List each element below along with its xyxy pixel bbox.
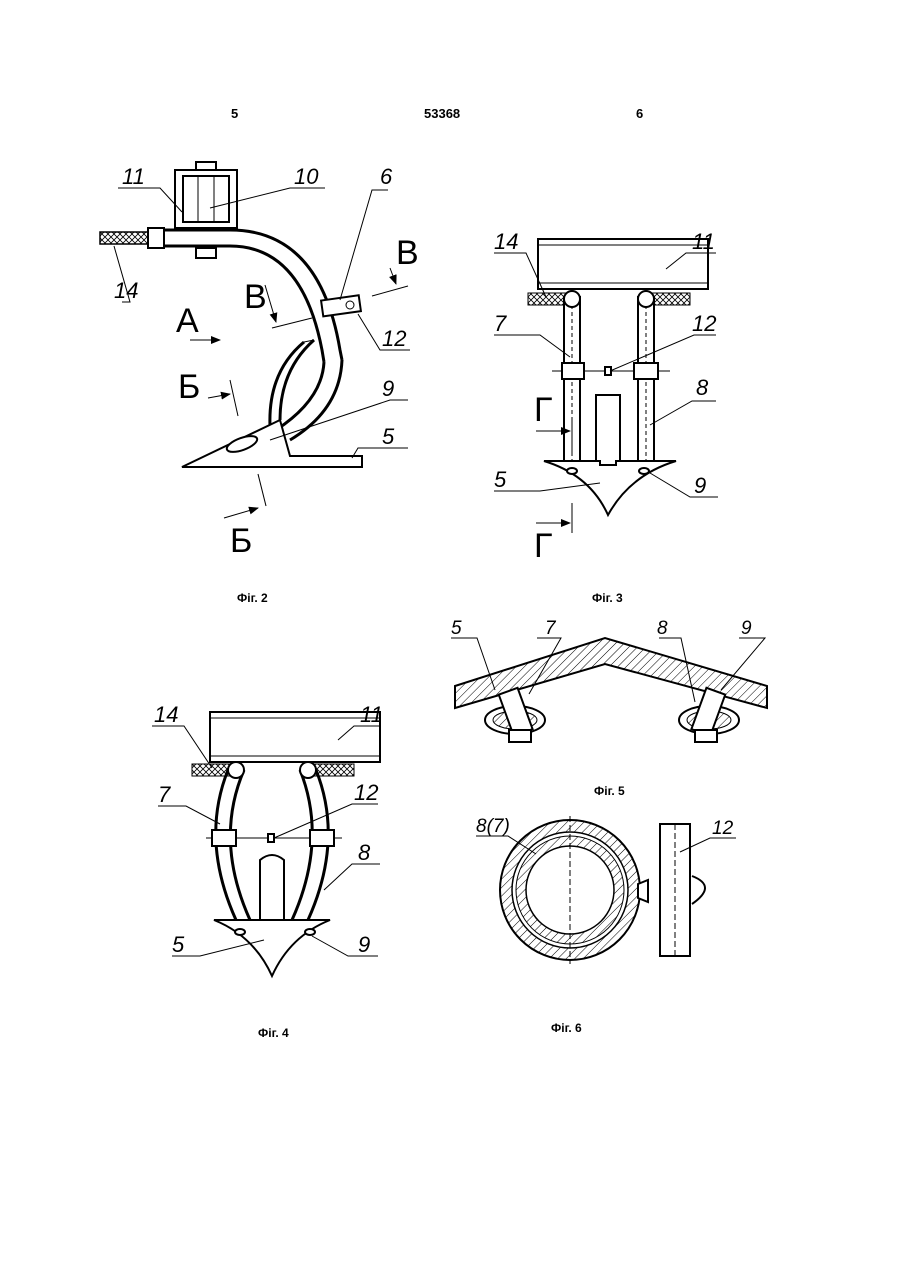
fig3-label-12: 12 (692, 311, 716, 336)
figure-5-drawing: 5 7 8 9 (445, 610, 785, 760)
fig6-label-12: 12 (712, 818, 734, 839)
fig2-caption: Фіг. 2 (237, 591, 268, 605)
fig2-label-11: 11 (122, 164, 145, 189)
fig4-label-8: 8 (358, 840, 371, 865)
fig5-label-5: 5 (451, 618, 462, 639)
right-page-number: 6 (636, 106, 643, 121)
left-page-number: 5 (231, 106, 238, 121)
fig4-label-14: 14 (154, 702, 178, 727)
fig3-label-5: 5 (494, 467, 507, 492)
fig4-label-11: 11 (360, 702, 383, 727)
fig3-label-g-top: Г (534, 391, 552, 429)
fig5-label-9: 9 (741, 618, 752, 639)
fig5-label-7: 7 (545, 618, 557, 639)
fig2-label-b-top: Б (178, 368, 200, 406)
fig3-label-14: 14 (494, 229, 518, 254)
figure-3-drawing: 14 11 7 12 8 Г 5 9 Г (480, 225, 740, 565)
figure-6-drawing: 8(7) 12 (460, 810, 760, 980)
fig3-label-7: 7 (494, 311, 507, 336)
fig3-label-g-bottom: Г (534, 527, 552, 565)
fig3-label-9: 9 (694, 473, 706, 498)
patent-number: 53368 (424, 106, 460, 121)
fig4-caption: Фіг. 4 (258, 1026, 289, 1040)
fig6-caption: Фіг. 6 (551, 1021, 582, 1035)
fig3-label-8: 8 (696, 375, 709, 400)
fig2-label-14: 14 (114, 278, 138, 303)
figure-2-drawing: 11 10 6 14 В В А 12 Б 9 5 Б (90, 150, 430, 560)
fig4-label-9: 9 (358, 932, 370, 957)
fig2-label-b-bottom: Б (230, 522, 252, 560)
fig3-label-11: 11 (692, 229, 715, 254)
fig2-label-v-left: В (244, 278, 267, 316)
fig2-label-a: А (176, 302, 199, 340)
fig2-label-v-right: В (396, 234, 419, 272)
fig2-label-5: 5 (382, 424, 395, 449)
fig2-label-6: 6 (380, 164, 393, 189)
fig2-label-9: 9 (382, 376, 394, 401)
fig4-label-7: 7 (158, 782, 171, 807)
fig5-caption: Фіг. 5 (594, 784, 625, 798)
fig4-label-5: 5 (172, 932, 185, 957)
fig3-caption: Фіг. 3 (592, 591, 623, 605)
fig4-label-12: 12 (354, 780, 378, 805)
figure-4-drawing: 14 11 7 12 8 5 9 (140, 700, 400, 980)
fig5-label-8: 8 (657, 618, 668, 639)
fig2-label-12: 12 (382, 326, 406, 351)
fig2-label-10: 10 (294, 164, 319, 189)
fig6-label-8-7: 8(7) (476, 816, 510, 837)
